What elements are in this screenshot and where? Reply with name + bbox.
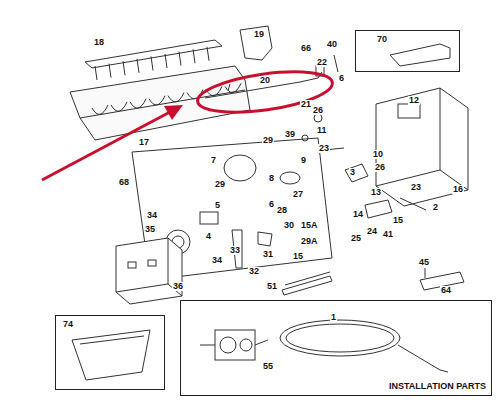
callout-number: 14 bbox=[352, 210, 364, 219]
callout-number: 74 bbox=[62, 320, 74, 329]
callout-number: 51 bbox=[266, 282, 278, 291]
callout-number: 1 bbox=[330, 313, 337, 322]
callout-number: 28 bbox=[276, 206, 288, 215]
callout-number: 25 bbox=[350, 234, 362, 243]
callout-number: 11 bbox=[316, 126, 328, 135]
callout-number: 15 bbox=[292, 252, 304, 261]
callout-number: 30 bbox=[283, 221, 295, 230]
comb-tooth bbox=[193, 49, 195, 63]
callout-number: 7 bbox=[210, 156, 217, 165]
callout-number: 5 bbox=[214, 201, 221, 210]
callout-number: 8 bbox=[268, 174, 275, 183]
callout-number: 24 bbox=[366, 227, 378, 236]
callout-number: 29A bbox=[300, 237, 319, 246]
callout-number: 68 bbox=[118, 178, 130, 187]
callout-number: 20 bbox=[259, 76, 271, 85]
callout-number: 35 bbox=[144, 225, 156, 234]
callout-number: 15A bbox=[300, 221, 319, 230]
comb-tooth bbox=[179, 52, 181, 66]
callout-number: 2 bbox=[432, 203, 439, 212]
mold-cup bbox=[168, 93, 184, 102]
callout-number: 6 bbox=[338, 74, 345, 83]
mold-cup bbox=[111, 102, 127, 111]
callout-number: 26 bbox=[312, 106, 324, 115]
callout-number: 29 bbox=[214, 180, 226, 189]
parts-panel: 74 bbox=[55, 315, 165, 390]
comb-tooth bbox=[151, 56, 153, 70]
callout-number: 12 bbox=[408, 96, 420, 105]
callout-number: 9 bbox=[300, 156, 307, 165]
comb-tooth bbox=[207, 47, 209, 61]
callout-number: 23 bbox=[318, 144, 330, 153]
parts-panel: 70 bbox=[355, 30, 460, 72]
comb-tooth bbox=[109, 64, 111, 78]
callout-number: 70 bbox=[376, 35, 388, 44]
callout-number: 13 bbox=[370, 188, 382, 197]
comb-tooth bbox=[137, 59, 139, 73]
callout-number: 39 bbox=[284, 130, 296, 139]
callout-number: 18 bbox=[93, 38, 105, 47]
callout-number: 33 bbox=[229, 246, 241, 255]
mold-cup bbox=[149, 96, 165, 105]
callout-number: 22 bbox=[316, 58, 328, 67]
callout-number: 6 bbox=[268, 200, 275, 209]
callout-number: 45 bbox=[418, 258, 430, 267]
callout-number: 40 bbox=[326, 40, 338, 49]
callout-number: 15 bbox=[392, 216, 404, 225]
callout-number: 19 bbox=[253, 30, 265, 39]
callout-number: 64 bbox=[440, 286, 452, 295]
callout-number: 34 bbox=[146, 211, 158, 220]
callout-number: 27 bbox=[292, 190, 304, 199]
comb-tooth bbox=[95, 66, 97, 80]
callout-number: 23 bbox=[410, 183, 422, 192]
callout-number: 32 bbox=[248, 267, 260, 276]
callout-number: 4 bbox=[205, 232, 212, 241]
callout-number: 31 bbox=[262, 250, 274, 259]
mold-cup bbox=[92, 105, 108, 114]
callout-number: 26 bbox=[374, 163, 386, 172]
comb-tooth bbox=[165, 54, 167, 68]
mold-cup bbox=[225, 83, 241, 92]
callout-number: 41 bbox=[382, 230, 394, 239]
callout-number: 34 bbox=[211, 256, 223, 265]
comb-tooth bbox=[123, 61, 125, 75]
callout-number: 36 bbox=[172, 282, 184, 291]
callout-number: INSTALLATION PARTS bbox=[388, 382, 487, 391]
callout-number: 29 bbox=[262, 136, 274, 145]
callout-number: 17 bbox=[138, 138, 150, 147]
mold-cup bbox=[130, 99, 146, 108]
callout-number: 3 bbox=[349, 168, 356, 177]
callout-number: 66 bbox=[300, 44, 312, 53]
callout-number: 16 bbox=[452, 185, 464, 194]
callout-number: 55 bbox=[262, 362, 274, 371]
callout-number: 10 bbox=[372, 150, 384, 159]
callout-number: 21 bbox=[300, 100, 312, 109]
